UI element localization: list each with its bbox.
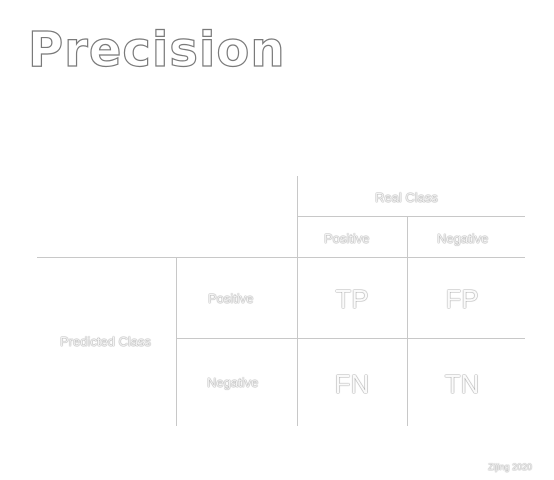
cell-false-negative: FN [334,369,370,399]
grid-line [176,338,525,339]
row-header-negative: Negative [207,375,259,390]
real-class-header: Real Class [375,190,438,205]
predicted-class-header: Predicted Class [60,334,152,349]
credit-text: Zijing 2020 [487,462,532,472]
page-title: Precision [27,21,286,78]
column-header-negative: Negative [437,231,489,246]
grid-line [407,216,408,426]
column-header-positive: Positive [324,231,370,246]
cell-false-positive: FP [445,284,479,314]
cell-true-positive: TP [335,284,369,314]
grid-line [297,216,525,217]
row-header-positive: Positive [208,291,254,306]
grid-line [176,257,177,426]
cell-true-negative: TN [444,369,480,399]
grid-line [37,257,525,258]
grid-line [297,176,298,426]
